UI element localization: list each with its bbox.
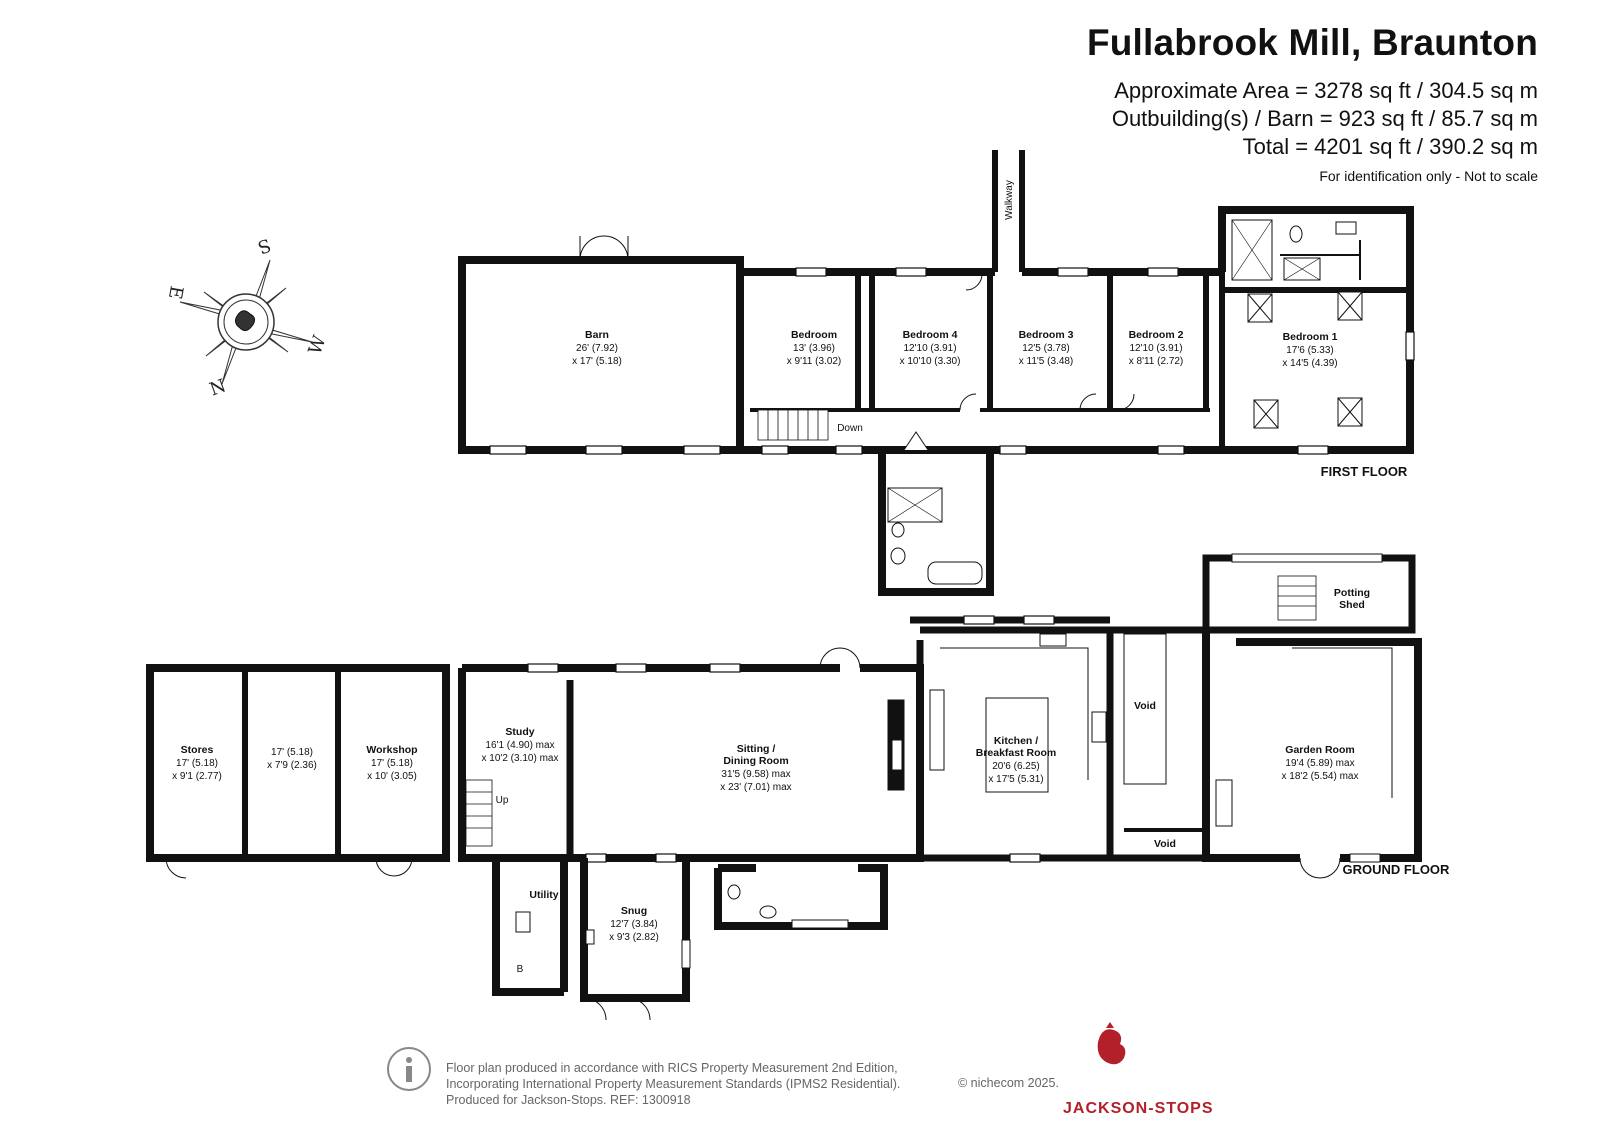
down-label: Down bbox=[837, 423, 863, 434]
up-label: Up bbox=[496, 795, 509, 806]
sitting-name-1: Sitting / bbox=[737, 743, 776, 755]
stores2-dim-2: x 7'9 (2.36) bbox=[267, 760, 317, 771]
bedroom3-name: Bedroom 3 bbox=[1019, 329, 1074, 341]
void2-name: Void bbox=[1154, 838, 1176, 850]
study-name: Study bbox=[505, 726, 534, 738]
jackson-stops-logo-icon bbox=[1097, 1022, 1126, 1065]
stores-dim-2: x 9'1 (2.77) bbox=[172, 771, 222, 782]
snug-dim-2: x 9'3 (2.82) bbox=[609, 932, 659, 943]
footer-line-1: Floor plan produced in accordance with R… bbox=[446, 1061, 898, 1075]
first-floor-plan bbox=[458, 150, 1415, 596]
garden-name: Garden Room bbox=[1285, 744, 1354, 756]
bedroom2-dim-2: x 8'11 (2.72) bbox=[1129, 356, 1184, 367]
bedroom4-dim-2: x 10'10 (3.30) bbox=[900, 356, 961, 367]
bedroom4-name: Bedroom 4 bbox=[903, 329, 958, 341]
bedroom2-name: Bedroom 2 bbox=[1129, 329, 1184, 341]
kitchen-name-1: Kitchen / bbox=[994, 735, 1038, 747]
walkway-label: Walkway bbox=[1004, 180, 1015, 220]
total-area: Total = 4201 sq ft / 390.2 sq m bbox=[1242, 134, 1538, 159]
walkway bbox=[992, 150, 1025, 272]
outbuilding-area: Outbuilding(s) / Barn = 923 sq ft / 85.7… bbox=[1111, 106, 1538, 131]
study-dim-1: 16'1 (4.90) max bbox=[485, 740, 554, 751]
sitting-dim-1: 31'5 (9.58) max bbox=[721, 769, 790, 780]
stores-name: Stores bbox=[181, 744, 214, 756]
garden-dim-2: x 18'2 (5.54) max bbox=[1282, 771, 1359, 782]
b-label: B bbox=[517, 964, 524, 975]
ground-floor-plan bbox=[146, 553, 1422, 1021]
wc-walls bbox=[714, 864, 888, 930]
copyright: © nichecom 2025. bbox=[958, 1076, 1059, 1090]
compass-rose: S E W N bbox=[164, 234, 331, 401]
first-floor-walls bbox=[736, 206, 1414, 454]
footer-notes: Floor plan produced in accordance with R… bbox=[446, 1060, 900, 1108]
kitchen-dim-2: x 17'5 (5.31) bbox=[988, 774, 1043, 785]
sitting-name-2: Dining Room bbox=[723, 755, 788, 767]
workshop-dim-1: 17' (5.18) bbox=[371, 758, 413, 769]
barn-dim-2: x 17' (5.18) bbox=[572, 356, 622, 367]
barn-name: Barn bbox=[585, 329, 609, 341]
disclaimer: For identification only - Not to scale bbox=[1319, 168, 1538, 184]
bathroom-walls bbox=[878, 450, 994, 596]
footer-line-2: Incorporating International Property Mea… bbox=[446, 1077, 901, 1091]
workshop-dim-2: x 10' (3.05) bbox=[367, 771, 417, 782]
compass-w: W bbox=[305, 332, 331, 357]
ground-floor-label: GROUND FLOOR bbox=[1343, 862, 1450, 877]
compass-e: E bbox=[164, 284, 187, 301]
bedroom1-dim-1: 17'6 (5.33) bbox=[1286, 345, 1334, 356]
kitchen-dim-1: 20'6 (6.25) bbox=[992, 761, 1040, 772]
snug-dim-1: 12'7 (3.84) bbox=[610, 919, 658, 930]
study-dim-2: x 10'2 (3.10) max bbox=[482, 753, 559, 764]
bedroom-dim-1: 13' (3.96) bbox=[793, 343, 835, 354]
barn-dim-1: 26' (7.92) bbox=[576, 343, 618, 354]
bedroom3-dim-1: 12'5 (3.78) bbox=[1022, 343, 1070, 354]
sitting-dim-2: x 23' (7.01) max bbox=[720, 782, 791, 793]
compass-s: S bbox=[255, 234, 274, 258]
approximate-area: Approximate Area = 3278 sq ft / 304.5 sq… bbox=[1114, 78, 1538, 103]
snug-name: Snug bbox=[621, 905, 647, 917]
kitchen-name-2: Breakfast Room bbox=[976, 747, 1057, 759]
workshop-name: Workshop bbox=[366, 744, 417, 756]
stores2-dim-1: 17' (5.18) bbox=[271, 747, 313, 758]
outbuilding-walls bbox=[146, 664, 450, 862]
bedroom1-dim-2: x 14'5 (4.39) bbox=[1282, 358, 1337, 369]
first-floor-label: FIRST FLOOR bbox=[1321, 464, 1408, 479]
utility-name: Utility bbox=[529, 889, 558, 901]
garden-dim-1: 19'4 (5.89) max bbox=[1285, 758, 1354, 769]
bedroom1-name: Bedroom 1 bbox=[1283, 331, 1338, 343]
compass-n: N bbox=[207, 375, 229, 400]
brand-wordmark: JACKSON-STOPS bbox=[1063, 1100, 1214, 1117]
bedroom3-dim-2: x 11'5 (3.48) bbox=[1019, 356, 1074, 367]
info-icon bbox=[387, 1047, 431, 1091]
bedroom-dim-2: x 9'11 (3.02) bbox=[787, 356, 842, 367]
void1-name: Void bbox=[1134, 700, 1156, 712]
footer-line-3: Produced for Jackson-Stops. REF: 1300918 bbox=[446, 1093, 691, 1107]
bedroom2-dim-1: 12'10 (3.91) bbox=[1129, 343, 1182, 354]
barn-walls bbox=[458, 256, 744, 454]
bedroom-name: Bedroom bbox=[791, 329, 837, 341]
plan-title: Fullabrook Mill, Braunton bbox=[1086, 22, 1538, 63]
bedroom4-dim-1: 12'10 (3.91) bbox=[903, 343, 956, 354]
potting-name-2: Shed bbox=[1339, 599, 1365, 611]
potting-name-1: Potting bbox=[1334, 587, 1370, 599]
stores-dim-1: 17' (5.18) bbox=[176, 758, 218, 769]
lower-block-walls bbox=[492, 858, 690, 1002]
